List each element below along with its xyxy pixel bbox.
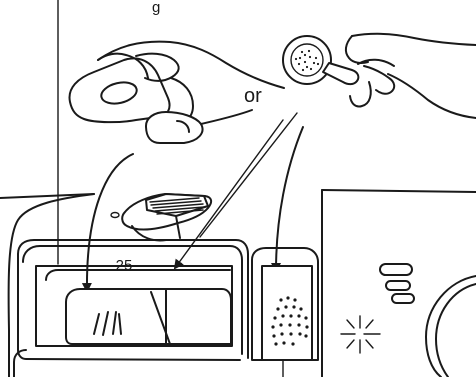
indicator-slot-middle [386, 281, 410, 290]
tablet-icon [70, 58, 170, 122]
indicator-slot-top [380, 264, 412, 275]
scoop-arrow-parallel [200, 113, 297, 237]
scale-mark-label: 25 [116, 257, 133, 274]
or-label: or [244, 85, 262, 107]
hand-with-scoop-illustration [283, 34, 476, 118]
measuring-scoop-icon [283, 36, 331, 84]
top-text-fragment: g [152, 0, 160, 16]
rinse-aid-sparkle-icon [341, 316, 380, 353]
rinse-cup [166, 289, 231, 344]
dispenser-panel: 25 [0, 190, 476, 377]
prewash-arrow [276, 127, 303, 271]
rinse-aid-cap [426, 276, 476, 377]
indicator-slot-bottom [392, 294, 414, 303]
lid-pin-icon [111, 213, 119, 218]
